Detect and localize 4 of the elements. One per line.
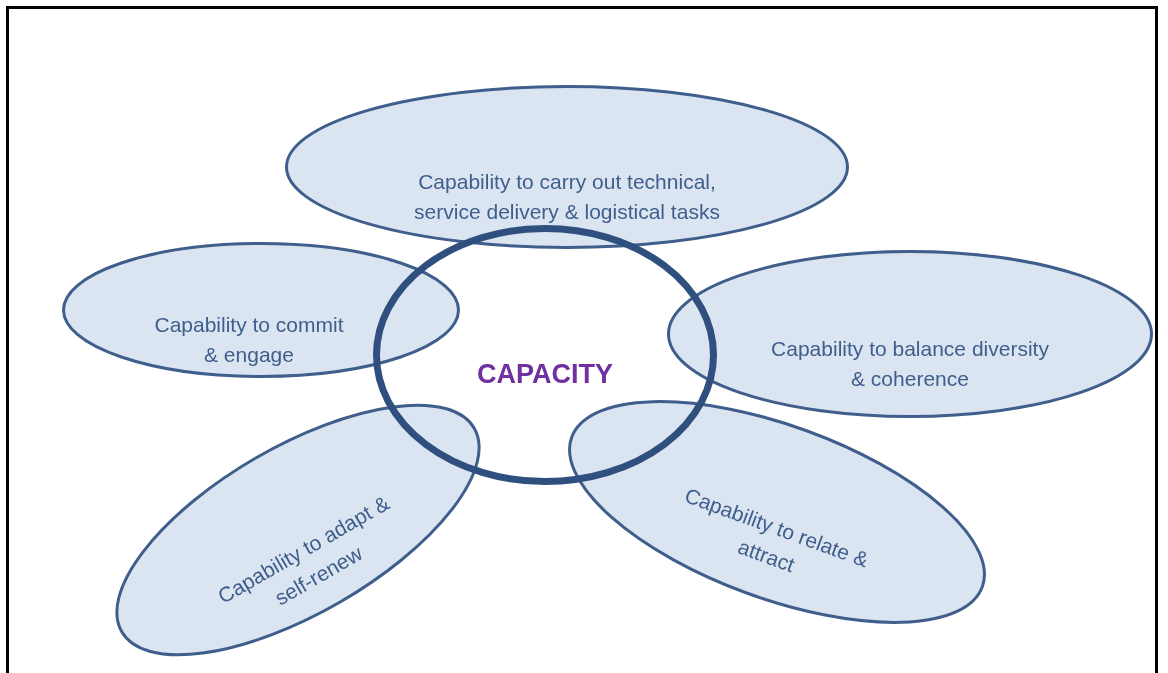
node-label: Capability to commit & engage	[153, 312, 345, 369]
node-label: Capability to carry out technical, service delivery & logistical tasks	[413, 169, 721, 226]
node-label: Capability to balance diversity & coherence	[770, 336, 1050, 393]
center-title: CAPACITY	[476, 358, 614, 391]
